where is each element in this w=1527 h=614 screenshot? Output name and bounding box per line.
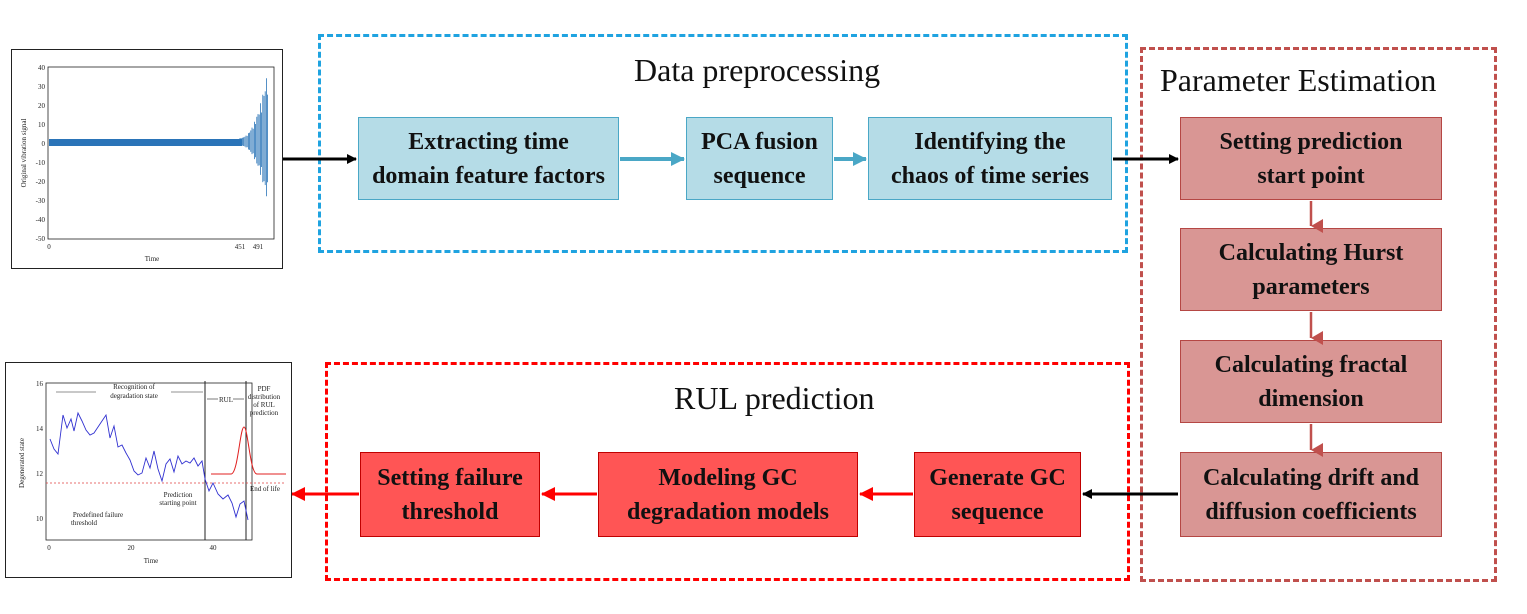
rul-prediction-title: RUL prediction — [674, 380, 875, 416]
pdf-label-4: prediction — [250, 409, 279, 417]
generate-gc-box: Generate GC sequence — [914, 452, 1081, 537]
fractal-dimension-label: Calculating fractal dimension — [1214, 351, 1408, 412]
identifying-chaos-label: Identifying the chaos of time series — [891, 128, 1089, 189]
vib-ytick: -40 — [36, 216, 46, 224]
pca-fusion-box: PCA fusion sequence — [686, 117, 833, 200]
pdf-label-1: PDF — [258, 385, 271, 393]
pca-fusion-label: PCA fusion sequence — [701, 128, 818, 189]
modeling-gc-label: Modeling GC degradation models — [626, 464, 829, 525]
pdf-label-3: of RUL — [253, 401, 275, 409]
deg-ytick: 16 — [36, 380, 44, 388]
deg-ylabel: Degenerated state — [18, 438, 26, 488]
deg-ytick: 12 — [36, 470, 44, 478]
vib-ytick: 40 — [38, 64, 46, 72]
vib-xtick: 0 — [47, 243, 51, 251]
degradation-state-plot: 16 14 12 10 0 20 40 Time Degenerated sta… — [5, 362, 292, 578]
drift-diffusion-box: Calculating drift and diffusion coeffici… — [1180, 452, 1442, 537]
vib-ytick: 20 — [38, 102, 46, 110]
vib-ytick: 30 — [38, 83, 46, 91]
vib-ytick: 0 — [42, 140, 46, 148]
svg-text:Recognition of: Recognition of — [113, 383, 155, 391]
hurst-parameters-box: Calculating Hurst parameters — [1180, 228, 1442, 311]
modeling-gc-box: Modeling GC degradation models — [598, 452, 858, 537]
data-preprocessing-region — [318, 34, 1128, 253]
parameter-estimation-title: Parameter Estimation — [1160, 62, 1437, 98]
failure-threshold-box: Setting failure threshold — [360, 452, 540, 537]
failure-threshold-label: Setting failure threshold — [377, 464, 523, 525]
setting-start-point-label: Setting prediction start point — [1219, 128, 1403, 189]
rul-prediction-region — [325, 362, 1130, 581]
prediction-start-label-2: starting point — [159, 499, 196, 507]
drift-diffusion-label: Calculating drift and diffusion coeffici… — [1202, 464, 1420, 525]
extracting-features-box: Extracting time domain feature factors — [358, 117, 619, 200]
svg-text:degradation state: degradation state — [110, 392, 158, 400]
extracting-features-label: Extracting time domain feature factors — [372, 128, 605, 189]
vib-ytick: -50 — [36, 235, 46, 243]
predefined-threshold-label-1: Predefined failure — [73, 511, 123, 519]
vib-ytick: 10 — [38, 121, 46, 129]
generate-gc-label: Generate GC sequence — [929, 464, 1066, 525]
deg-xlabel: Time — [144, 557, 159, 565]
hurst-parameters-label: Calculating Hurst parameters — [1218, 239, 1404, 300]
pdf-label-2: distribution — [248, 393, 281, 401]
prediction-start-label-1: Prediction — [164, 491, 193, 499]
vib-xlabel: Time — [145, 255, 160, 263]
deg-xtick: 20 — [128, 544, 136, 552]
end-of-life-label: End of life — [250, 485, 280, 493]
vib-ylabel: Original vibration signal — [20, 119, 28, 188]
deg-ytick: 10 — [36, 515, 44, 523]
recognition-label-line1: Recognition of — [113, 383, 155, 391]
vib-ytick: -20 — [36, 178, 46, 186]
fractal-dimension-box: Calculating fractal dimension — [1180, 340, 1442, 423]
rul-label: RUL — [219, 396, 233, 404]
vib-ytick: -10 — [36, 159, 46, 167]
data-preprocessing-title: Data preprocessing — [634, 52, 881, 88]
deg-xtick: 40 — [210, 544, 218, 552]
vib-xtick: 451 — [235, 243, 246, 251]
vib-xtick: 491 — [253, 243, 264, 251]
degradation-curve — [49, 411, 249, 521]
vibration-signal-plot: 40 30 20 10 0 -10 -20 -30 -40 -50 0 451 … — [11, 49, 283, 269]
vib-ytick: -30 — [36, 197, 46, 205]
recognition-label-line2: degradation state — [110, 392, 158, 400]
predefined-threshold-label-2: threshold — [71, 519, 98, 527]
setting-start-point-box: Setting prediction start point — [1180, 117, 1442, 200]
deg-ytick: 14 — [36, 425, 44, 433]
vibration-burst — [239, 78, 269, 197]
parameter-estimation-region — [1140, 47, 1497, 582]
deg-xtick: 0 — [47, 544, 51, 552]
identifying-chaos-box: Identifying the chaos of time series — [868, 117, 1112, 200]
